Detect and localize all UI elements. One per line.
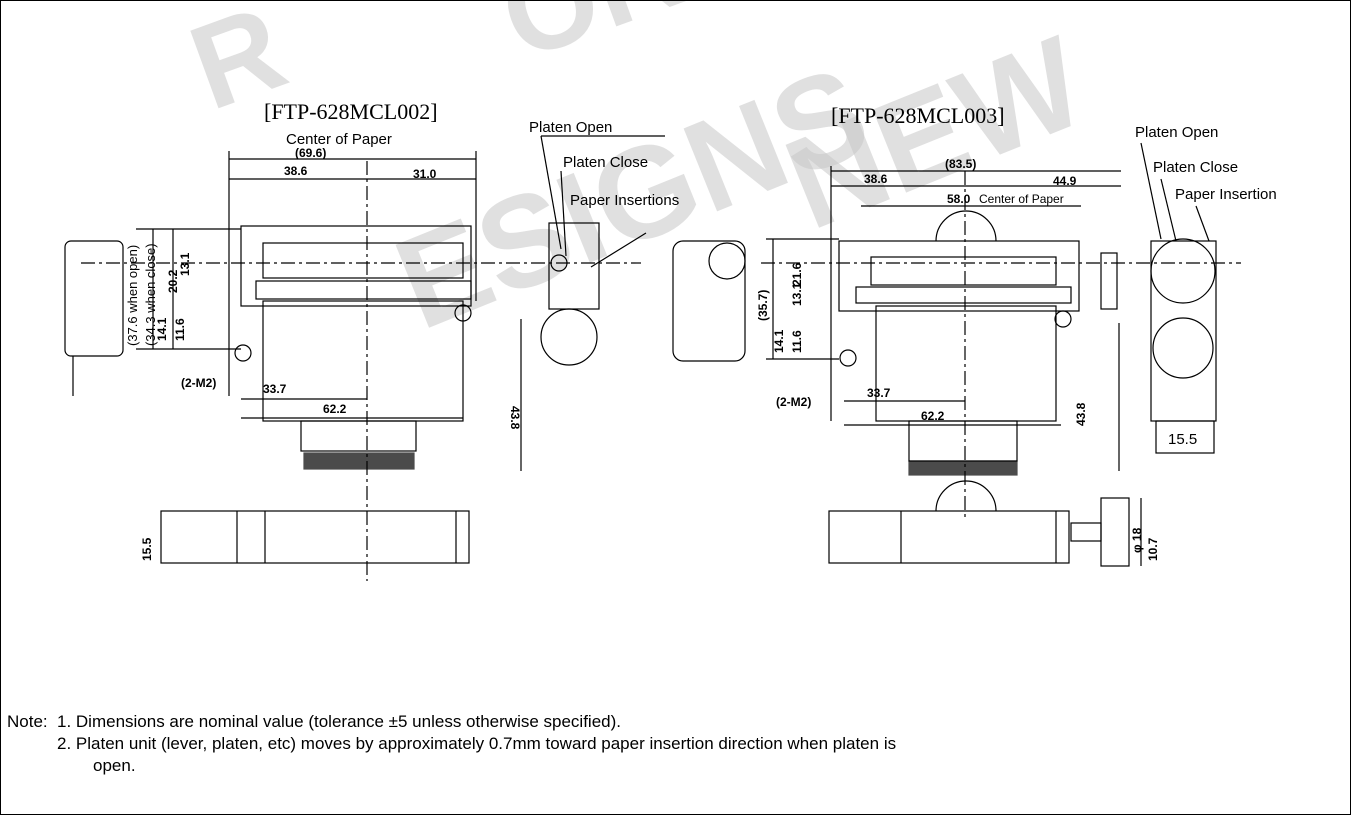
left-dim-left: 38.6	[284, 164, 308, 178]
left-body	[240, 225, 472, 307]
right-dim-33-7: 33.7	[867, 386, 891, 400]
left-center-of-paper: Center of Paper	[286, 131, 392, 148]
left-dim-13-1: 13.1	[178, 252, 192, 276]
note-item-2: 2. Platen unit (lever, platen, etc) move…	[57, 734, 897, 753]
left-far-side-knob	[708, 242, 746, 280]
right-dim-14-1: 14.1	[772, 329, 786, 353]
left-bottom-view	[160, 510, 470, 564]
left-roller	[540, 308, 598, 366]
left-platen-knob	[550, 254, 568, 272]
left-far-side-view	[672, 240, 746, 362]
right-dim-13-1: 13.1	[790, 282, 804, 306]
right-cable	[908, 420, 1018, 462]
left-dim-43-8: 43.8	[508, 406, 522, 430]
left-connector	[303, 452, 415, 470]
note-row-1: Note: 1. Dimensions are nominal value (t…	[7, 711, 1337, 733]
right-leader-paper-insertion	[1195, 205, 1210, 242]
notes-section: Note: 1. Dimensions are nominal value (t…	[7, 711, 1337, 777]
right-dim-11-6: 11.6	[790, 330, 804, 353]
right-leader-platen-close	[1160, 178, 1177, 242]
right-dim-right: 44.9	[1053, 174, 1077, 188]
right-center-of-paper: Center of Paper	[979, 192, 1064, 206]
right-dim-total: (83.5)	[945, 157, 976, 171]
right-dim-phi18: φ 18	[1130, 527, 1144, 553]
right-platen-close: Platen Close	[1153, 159, 1238, 176]
right-dim-43-8: 43.8	[1074, 402, 1088, 426]
right-gear	[1100, 497, 1130, 567]
left-screw-label: (2-M2)	[181, 376, 216, 390]
right-screw-2	[1054, 310, 1072, 328]
left-dim-total: (69.6)	[295, 146, 326, 160]
left-dim-right: 31.0	[413, 167, 437, 181]
right-body	[838, 240, 1080, 312]
right-connector	[908, 460, 1018, 476]
right-shaft	[1070, 522, 1102, 542]
note-row-2: 2. Platen unit (lever, platen, etc) move…	[7, 733, 1337, 755]
left-height-open: (37.6 when open)	[125, 245, 140, 346]
left-dim-15-5: 15.5	[140, 537, 154, 561]
right-dim-15-5: 15.5	[1168, 431, 1197, 448]
right-dim-left: 38.6	[864, 172, 888, 186]
note-item-3: open.	[93, 756, 136, 775]
technical-drawing: R OR ESIGNS NEW	[64, 1, 1277, 581]
left-height-close: (34.3 when close)	[143, 243, 158, 346]
right-screw-label: (2-M2)	[776, 395, 811, 409]
left-paper-insertion: Paper Insertions	[570, 192, 679, 209]
watermark-text-2: OR	[484, 1, 699, 85]
right-bottom-view	[828, 510, 1070, 564]
right-dim-58: 58.0	[947, 192, 971, 206]
right-dim-21-6: 21.6	[790, 262, 804, 286]
left-dim-33-7: 33.7	[263, 382, 287, 396]
left-leader-platen-open	[540, 135, 562, 250]
right-top-arc	[935, 210, 997, 242]
right-leader-platen-open	[1140, 142, 1162, 240]
left-dim-14-1: 14.1	[155, 317, 169, 341]
left-platen-open: Platen Open	[529, 119, 612, 136]
right-lower-roller	[1152, 317, 1214, 379]
right-view	[761, 142, 1241, 567]
note-item-1: 1. Dimensions are nominal value (toleran…	[57, 712, 621, 731]
right-paper-insertion: Paper Insertion	[1175, 186, 1277, 203]
left-dim-11-6: 11.6	[173, 318, 187, 341]
note-label: Note:	[7, 712, 48, 731]
left-cable	[300, 420, 417, 452]
left-view-labels: [FTP-628MCL002] Center of Paper (69.6) 3…	[125, 99, 679, 561]
right-lower-body	[875, 305, 1057, 422]
left-platen	[262, 242, 464, 279]
left-side-profile	[64, 240, 124, 357]
left-leader-platen-close	[560, 170, 567, 257]
left-screw-2	[454, 304, 472, 322]
right-view-labels: [FTP-628MCL003] (83.5) 38.6 44.9 58.0 Ce…	[756, 103, 1277, 561]
right-dim-15-box	[1155, 420, 1215, 454]
right-side-frame	[1150, 240, 1217, 422]
right-bottom-arc	[935, 480, 997, 512]
left-platen-close: Platen Close	[563, 154, 648, 171]
left-view	[64, 135, 746, 581]
note-row-3: open.	[7, 755, 1337, 777]
right-screw-1	[839, 349, 857, 367]
right-platen	[870, 256, 1057, 286]
right-platen-open: Platen Open	[1135, 124, 1218, 141]
right-dim-62-2: 62.2	[921, 409, 945, 423]
right-dim-35-7: (35.7)	[756, 290, 770, 321]
left-dim-20-2: 20.2	[166, 269, 180, 293]
left-dim-62-2: 62.2	[323, 402, 347, 416]
left-title: [FTP-628MCL002]	[264, 99, 438, 124]
right-knob	[1100, 252, 1118, 310]
right-frame	[855, 286, 1072, 304]
left-screw-1	[234, 344, 252, 362]
left-leader-paper-insertion	[590, 232, 647, 268]
right-dim-10-7: 10.7	[1146, 537, 1160, 561]
right-platen-roller	[1150, 238, 1216, 304]
right-title: [FTP-628MCL003]	[831, 103, 1005, 128]
left-frame	[255, 280, 472, 300]
